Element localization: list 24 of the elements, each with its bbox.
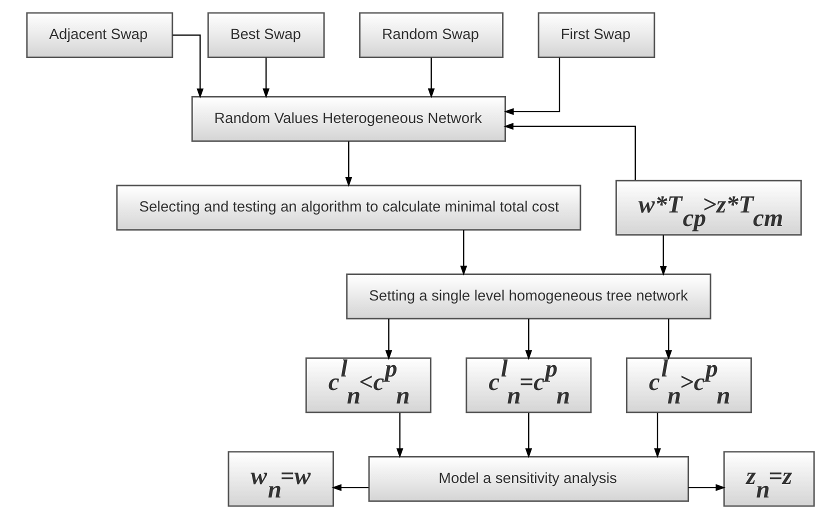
arrow: [262, 58, 270, 98]
node-box: First Swap: [537, 12, 655, 58]
arrow: [503, 58, 560, 116]
arrow: [344, 141, 352, 187]
arrow: [503, 122, 636, 180]
node-box: Model a sensitivity analysis: [368, 456, 689, 502]
arrow: [524, 318, 532, 360]
arrow: [172, 34, 204, 98]
arrow: [659, 235, 666, 276]
node-box: Setting a single level homogeneous tree network: [346, 274, 711, 320]
arrow: [460, 230, 467, 276]
arrow: [384, 318, 392, 360]
arrow: [654, 412, 660, 458]
arrow: [688, 484, 726, 492]
arrow: [396, 412, 403, 458]
node-box: Best Swap: [206, 12, 324, 58]
arrow: [664, 318, 672, 360]
arrow: [331, 484, 368, 492]
node-box: Random Swap: [358, 12, 504, 58]
arrow: [524, 412, 532, 458]
arrow: [427, 58, 434, 98]
node-box: Random Values Heterogeneous Network: [190, 96, 506, 142]
node-box: Adjacent Swap: [26, 12, 173, 58]
node-box: Selecting and testing an algorithm to calculate minimal total cost: [116, 184, 581, 231]
